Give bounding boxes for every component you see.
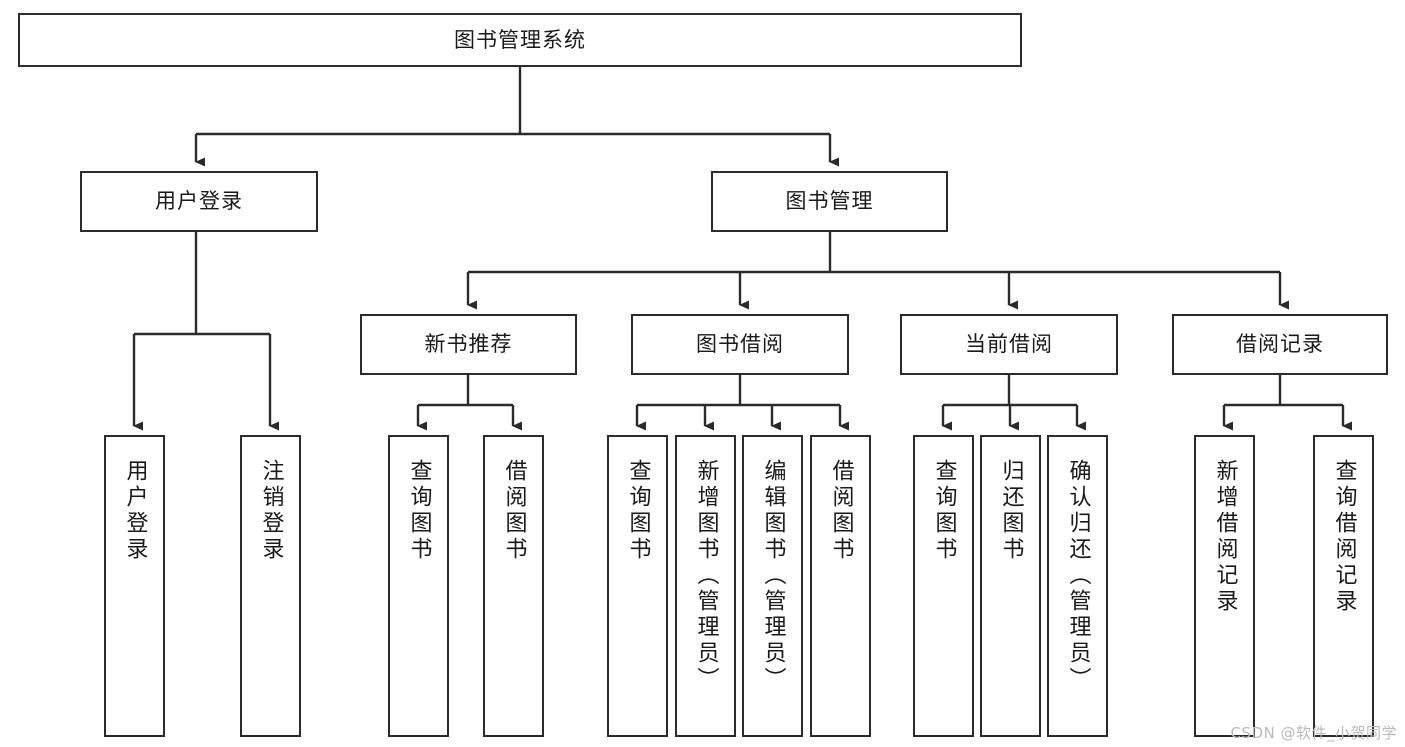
node-book-management[interactable]: 图书管理	[711, 171, 948, 232]
node-label: 图书管理	[785, 189, 874, 214]
node-borrow-record[interactable]: 借阅记录	[1172, 314, 1388, 375]
node-label: 查询图书	[931, 459, 957, 563]
leaf-current-confirm-return-admin[interactable]: 确认归还（管理员）	[1047, 435, 1108, 737]
node-label: 新书推荐	[424, 332, 513, 357]
node-label: 借阅图书	[828, 459, 854, 563]
node-label: 查询图书	[625, 459, 651, 563]
leaf-record-add-record[interactable]: 新增借阅记录	[1194, 435, 1255, 737]
node-label: 查询借阅记录	[1331, 459, 1357, 615]
node-label: 用户登录	[122, 459, 148, 563]
leaf-borrow-add-book-admin[interactable]: 新增图书（管理员）	[675, 435, 736, 737]
node-label: 用户登录	[155, 189, 243, 214]
leaf-current-return-book[interactable]: 归还图书	[980, 435, 1041, 737]
leaf-current-query-book[interactable]: 查询图书	[913, 435, 974, 737]
watermark-text: CSDN @软件_小贺同学	[1230, 724, 1397, 742]
node-label: 新增借阅记录	[1212, 459, 1238, 615]
leaf-recommend-query-book[interactable]: 查询图书	[388, 435, 449, 737]
node-label: 查询图书	[406, 459, 432, 563]
node-label: 注销登录	[258, 459, 284, 563]
node-new-book-recommend[interactable]: 新书推荐	[360, 314, 577, 375]
leaf-recommend-borrow-book[interactable]: 借阅图书	[483, 435, 544, 737]
node-book-borrow[interactable]: 图书借阅	[631, 314, 849, 375]
node-label: 编辑图书（管理员）	[760, 459, 786, 693]
node-label: 借阅图书	[501, 459, 527, 563]
node-current-borrow[interactable]: 当前借阅	[900, 314, 1118, 375]
leaf-borrow-edit-book-admin[interactable]: 编辑图书（管理员）	[742, 435, 803, 737]
node-label: 图书管理系统	[454, 27, 586, 52]
leaf-record-query-record[interactable]: 查询借阅记录	[1313, 435, 1374, 737]
node-root-system[interactable]: 图书管理系统	[18, 13, 1022, 67]
leaf-user-login[interactable]: 用户登录	[104, 435, 165, 737]
leaf-borrow-borrow-book[interactable]: 借阅图书	[810, 435, 871, 737]
leaf-user-logout[interactable]: 注销登录	[240, 435, 301, 737]
node-user-login[interactable]: 用户登录	[80, 171, 318, 232]
node-label: 确认归还（管理员）	[1065, 459, 1091, 693]
leaf-borrow-query-book[interactable]: 查询图书	[607, 435, 668, 737]
node-label: 归还图书	[998, 459, 1024, 563]
node-label: 借阅记录	[1236, 332, 1324, 357]
node-label: 图书借阅	[696, 332, 784, 357]
node-label: 新增图书（管理员）	[693, 459, 719, 693]
node-label: 当前借阅	[965, 332, 1053, 357]
